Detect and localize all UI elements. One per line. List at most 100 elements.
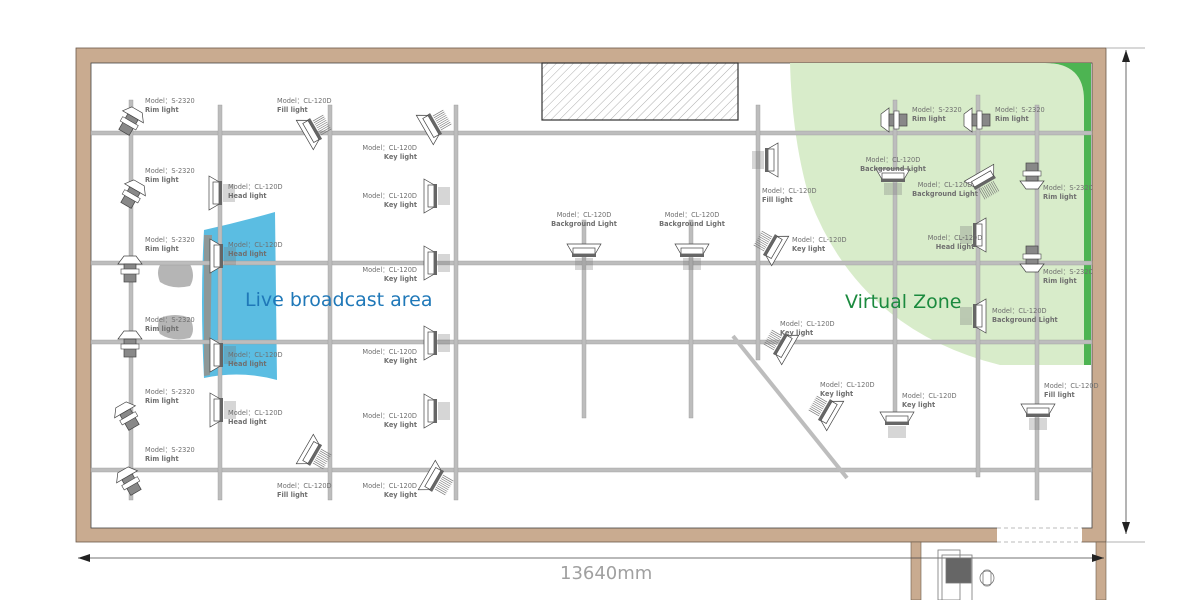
truss-pole-vertical: [217, 104, 223, 501]
light-model: Model：S-2320: [912, 106, 962, 114]
light-model: Model：S-2320: [145, 167, 195, 175]
panel-light-icon: [674, 243, 710, 270]
panel-light-icon: [295, 114, 332, 151]
light-role: Head light: [228, 360, 267, 368]
panel-light-icon: [1020, 403, 1056, 430]
light-model: Model：S-2320: [145, 97, 195, 105]
doorway-opening: [997, 527, 1082, 543]
spotlight-icon: [120, 179, 146, 209]
truss-pole-diagonal: [731, 334, 849, 480]
light-model: Model：S-2320: [145, 388, 195, 396]
light-role: Rim light: [145, 106, 179, 114]
control-desk: [937, 549, 995, 600]
light-model: Model：CL-120D: [277, 482, 332, 490]
light-role: Key light: [384, 421, 417, 429]
panel-light-icon: [763, 329, 800, 366]
light-model: Model：CL-120D: [792, 236, 847, 244]
light-model: Model：CL-120D: [557, 211, 612, 219]
light-role: Key light: [820, 390, 853, 398]
panel-light-icon: [753, 230, 790, 267]
panel-light-icon: [879, 411, 915, 438]
live-broadcast-label: Live broadcast area: [245, 289, 432, 311]
light-model: Model：CL-120D: [228, 409, 283, 417]
spotlight-icon: [116, 466, 142, 496]
light-model: Model：CL-120D: [780, 320, 835, 328]
light-role: Background Light: [551, 220, 617, 228]
truss-pole-vertical: [581, 219, 587, 419]
light-role: Rim light: [145, 245, 179, 253]
window-hatched: [541, 62, 739, 121]
light-role: Background Light: [860, 165, 926, 173]
panel-light-icon: [423, 245, 450, 281]
truss-pole-vertical: [1034, 104, 1040, 501]
truss-beam-horizontal: [90, 260, 1093, 266]
truss-pole-vertical: [453, 104, 459, 501]
truss-pole-vertical: [892, 99, 898, 421]
light-role: Background Light: [659, 220, 725, 228]
light-role: Head light: [936, 243, 975, 251]
truss-pole-vertical: [688, 219, 694, 419]
truss-pole-vertical: [327, 104, 333, 501]
truss-beam-horizontal: [90, 130, 1093, 136]
light-model: Model：CL-120D: [762, 187, 817, 195]
truss-pole-vertical: [755, 104, 761, 361]
light-model: Model：CL-120D: [362, 266, 417, 274]
spotlight-icon: [963, 107, 991, 133]
light-role: Fill light: [277, 106, 308, 114]
panel-light-icon: [960, 217, 987, 253]
light-role: Rim light: [912, 115, 946, 123]
light-model: Model：CL-120D: [228, 351, 283, 359]
light-role: Key light: [384, 357, 417, 365]
light-role: Background Light: [992, 316, 1058, 324]
